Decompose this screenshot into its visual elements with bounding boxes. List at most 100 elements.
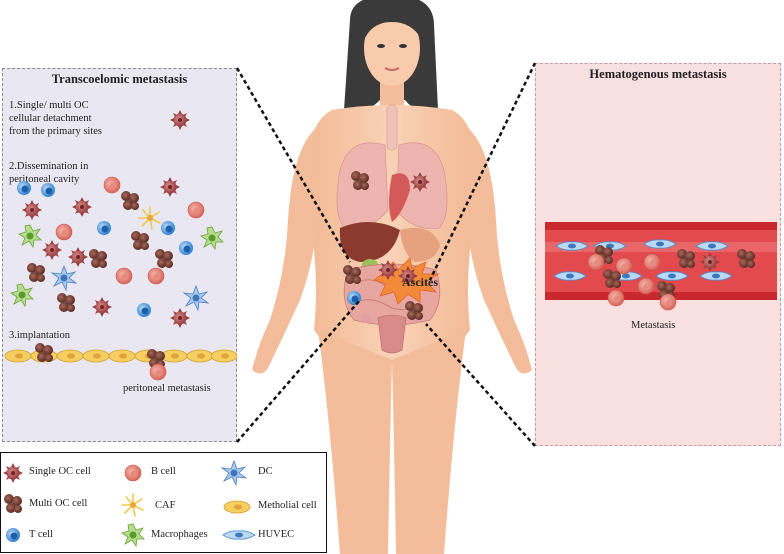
legend-label-metholial: Metholial cell [258,500,317,511]
legend-label-caf: CAF [155,500,176,511]
cell-caf [138,206,161,230]
caf-icon [121,493,144,517]
cell-multi [121,191,139,210]
liver [339,221,400,262]
meso-cell [82,349,110,363]
metastasis-caption: Metastasis [631,320,676,331]
cell-t [97,221,111,235]
cell-b [103,176,121,194]
metholial-cell-icon [223,500,251,514]
cell-b [55,223,73,241]
stomach [400,227,440,262]
ovary [361,313,371,323]
meso-cell [210,349,238,363]
extravasated-b [607,289,625,307]
human-figure [252,0,532,554]
legend: Single OC cell B cell DC Multi OC cell C… [0,452,327,553]
transcoelomic-title: Transcoelomic metastasis [51,72,188,86]
connector-right-bottom [425,323,536,447]
cell-mac [18,224,42,248]
cell-mac [10,283,34,307]
single-oc-cell-icon [3,463,23,483]
cell-oc [160,177,180,197]
step1-line2: cellular detachment [9,113,92,124]
ascites-label: Ascites [402,275,438,289]
right-arm [252,128,318,374]
uterus [377,314,407,354]
cell-b [115,267,133,285]
cell-t [17,181,31,195]
left-arm [466,128,532,374]
transcoelomic-panel: Transcoelomic metastasis 1.Single/ multi… [2,68,237,442]
b-cell-icon [124,464,142,482]
vessel-b [587,253,605,271]
meso-cell [108,349,136,363]
step1-line3: from the primary sites [9,126,103,137]
connector-lines [235,62,537,447]
cell-dc [183,285,209,311]
hair-fringe [364,6,422,40]
cell-oc [92,297,112,317]
face [364,10,420,86]
legend-label-b-cell: B cell [151,466,176,477]
right-leg [318,330,392,554]
legend-label-macrophages: Macrophages [151,529,208,540]
heart [389,173,410,222]
macrophage-icon [121,523,145,547]
vessel-b [643,253,661,271]
vessel-oc [700,252,720,272]
vessel-b [615,257,633,275]
extravasated-b [659,293,677,311]
cell-oc [68,247,88,267]
meso-cell [56,349,84,363]
cell-t [161,221,175,235]
connector-left-bottom [236,299,361,443]
cell-b [187,201,205,219]
cell-multi [57,293,75,312]
connector-right-top [428,62,537,281]
cell-oc [42,240,62,260]
transcoelomic-cells [10,110,224,328]
trachea [386,104,398,151]
vessel-b [637,277,655,295]
left-eye [377,44,385,48]
lung-tumor-single [410,172,430,192]
cell-dc [51,265,77,291]
cell-oc [22,200,42,220]
step1-line1: 1.Single/ multi OC [9,100,89,111]
cell-multi [27,263,45,282]
step2-text: 2.Dissemination in peritoneal cavity [9,160,88,186]
peritoneal-caption: peritoneal metastasis [123,383,211,394]
left-leg [392,330,466,554]
cell-oc [170,308,190,328]
legend-label-t-cell: T cell [29,529,54,540]
peritoneal-tumor-a [378,260,398,280]
step2-line2: peritoneal cavity [9,174,80,185]
step2-line1: 2.Dissemination in [9,161,89,172]
mouth [384,67,400,71]
legend-label-single-oc: Single OC cell [29,466,91,477]
cell-oc [170,110,190,130]
right-eye [399,44,407,48]
cell-oc [72,197,92,217]
multi-oc-cell-icon [4,494,22,513]
blood-vessel [545,222,777,311]
legend-label-multi-oc: Multi OC cell [29,498,88,509]
legend-label-huvec: HUVEC [258,529,295,540]
cell-multi [131,231,149,250]
mesothelial-layer [4,343,238,381]
step1-text: 1.Single/ multi OC cellular detachment f… [9,99,102,138]
cell-multi [89,249,107,268]
implanted-b [149,363,167,381]
connector-left-top [235,67,352,263]
cell-t [137,303,151,317]
meso-cell [186,349,214,363]
hematogenous-title: Hematogenous metastasis [589,67,727,81]
legend-label-dc: DC [258,466,273,477]
cell-t [41,183,55,197]
cell-b [147,267,165,285]
meso-cell [4,349,32,363]
cell-multi [155,249,173,268]
cell-t [179,241,193,255]
